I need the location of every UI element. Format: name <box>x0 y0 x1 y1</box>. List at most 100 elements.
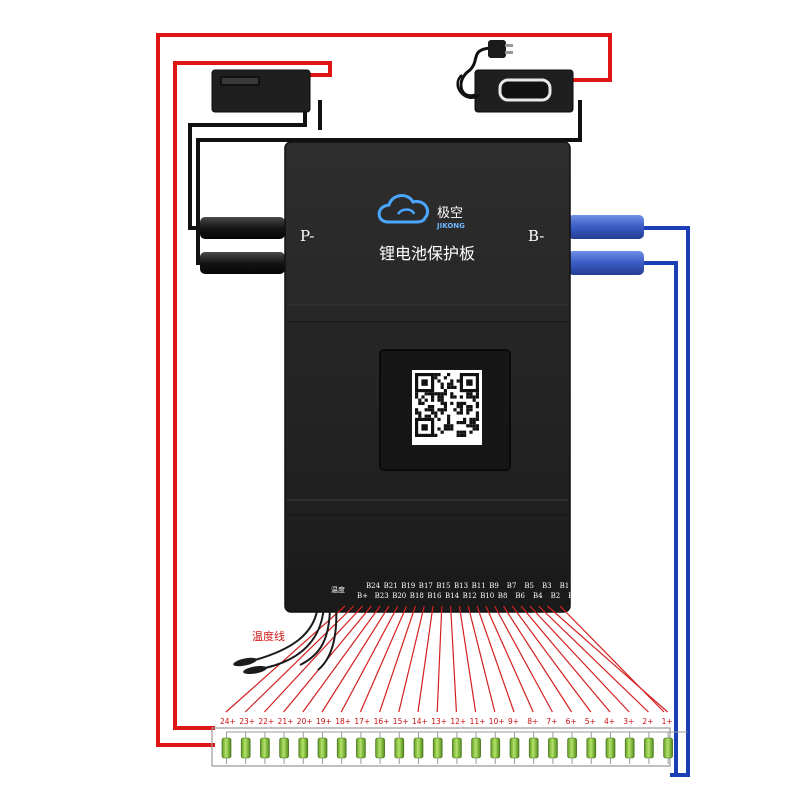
qr-module <box>475 395 479 399</box>
qr-module <box>475 401 479 405</box>
qr-module <box>475 427 479 431</box>
qr-module <box>443 401 447 405</box>
qr-module <box>421 395 425 399</box>
qr-module <box>440 408 444 412</box>
battery-cell <box>432 737 443 759</box>
qr-module <box>418 401 422 405</box>
series-link <box>533 731 553 738</box>
cell-label: 19+ <box>316 717 332 726</box>
cell-label: 23+ <box>239 717 255 726</box>
qr-module <box>431 408 435 412</box>
qr-module <box>469 392 473 396</box>
cell-label: 10+ <box>489 717 505 726</box>
battery-cell <box>663 737 673 759</box>
balance-wire <box>547 605 668 713</box>
qr-module <box>466 424 470 428</box>
p-minus-cable-1 <box>200 217 285 239</box>
balance-wire <box>225 605 346 713</box>
series-link <box>667 731 688 738</box>
brand-name-en: JIKONG <box>436 222 465 230</box>
qr-module <box>459 395 463 399</box>
series-link <box>360 731 381 738</box>
balance-wire <box>559 605 665 713</box>
balance-wire <box>321 605 390 713</box>
qr-module <box>450 401 454 405</box>
balance-label-bottom: B20 <box>392 592 406 600</box>
temp-probe-2 <box>243 665 267 675</box>
balance-wire <box>450 605 457 713</box>
qr-module <box>434 414 438 418</box>
battery-cell <box>356 737 366 759</box>
series-link <box>226 731 246 738</box>
qr-module <box>447 421 451 425</box>
balance-wire <box>302 605 381 713</box>
balance-wire <box>511 605 592 713</box>
cell-label: 3+ <box>623 717 634 726</box>
board-title: 锂电池保护板 <box>379 244 475 263</box>
balance-label-bottom: B10 <box>480 592 494 600</box>
balance-wire <box>520 605 611 713</box>
qr-module <box>459 430 463 434</box>
qr-module <box>440 382 444 386</box>
qr-module <box>469 430 473 434</box>
battery-cell <box>221 737 232 759</box>
qr-module <box>440 385 444 389</box>
cell-label: 21+ <box>278 717 294 726</box>
qr-module <box>469 424 473 428</box>
qr-finder-core <box>421 424 428 431</box>
balance-wire <box>494 605 553 713</box>
qr-module <box>472 424 476 428</box>
cell-label: 11+ <box>470 717 486 726</box>
qr-module <box>440 392 444 396</box>
series-link <box>456 731 477 738</box>
balance-label-top: B3 <box>542 582 552 590</box>
battery-cell <box>586 737 597 759</box>
balance-wire <box>476 605 515 713</box>
qr-module <box>466 411 470 415</box>
cell-label: 5+ <box>585 717 596 726</box>
qr-module <box>453 395 457 399</box>
qr-module <box>453 385 457 389</box>
temp-port-label: 温度 <box>331 585 345 594</box>
cell-labels: 24+23+22+21+20+19+18+17+16+15+14+13+12+1… <box>220 717 673 726</box>
balance-label-bottom: B4 <box>533 592 543 600</box>
cell-label: 20+ <box>297 717 313 726</box>
qr-module <box>472 398 476 402</box>
battery-cell <box>298 737 309 759</box>
qr-module <box>447 427 451 431</box>
qr-module <box>472 421 476 425</box>
qr-module <box>437 417 441 421</box>
qr-module <box>450 392 454 396</box>
battery-cell <box>567 737 577 759</box>
qr-module <box>415 411 419 415</box>
series-link <box>475 731 496 738</box>
series-link <box>322 731 342 738</box>
cell-label: 16+ <box>374 717 390 726</box>
balance-label-bottom: B2 <box>551 592 561 600</box>
balance-wire <box>458 605 477 713</box>
battery-cell <box>279 737 289 759</box>
cell-label: 1+ <box>662 717 673 726</box>
balance-wires <box>225 605 668 713</box>
qr-module <box>440 395 444 399</box>
qr-module <box>447 385 451 389</box>
qr-module <box>434 411 438 415</box>
qr-module <box>463 433 467 437</box>
balance-label-top: B13 <box>454 582 468 590</box>
qr-module <box>443 424 447 428</box>
balance-wire <box>529 605 630 713</box>
series-link <box>398 731 419 738</box>
temp-sensor-wires <box>233 604 338 675</box>
cell-label: 17+ <box>354 717 370 726</box>
qr-module <box>456 430 460 434</box>
series-link <box>418 731 438 738</box>
qr-module <box>463 421 467 425</box>
qr-module <box>437 373 441 377</box>
qr-module <box>456 405 460 409</box>
qr-module <box>475 411 479 415</box>
balance-wire <box>485 605 534 713</box>
qr-module <box>475 392 479 396</box>
qr-module <box>456 433 460 437</box>
qr-module <box>469 408 473 412</box>
